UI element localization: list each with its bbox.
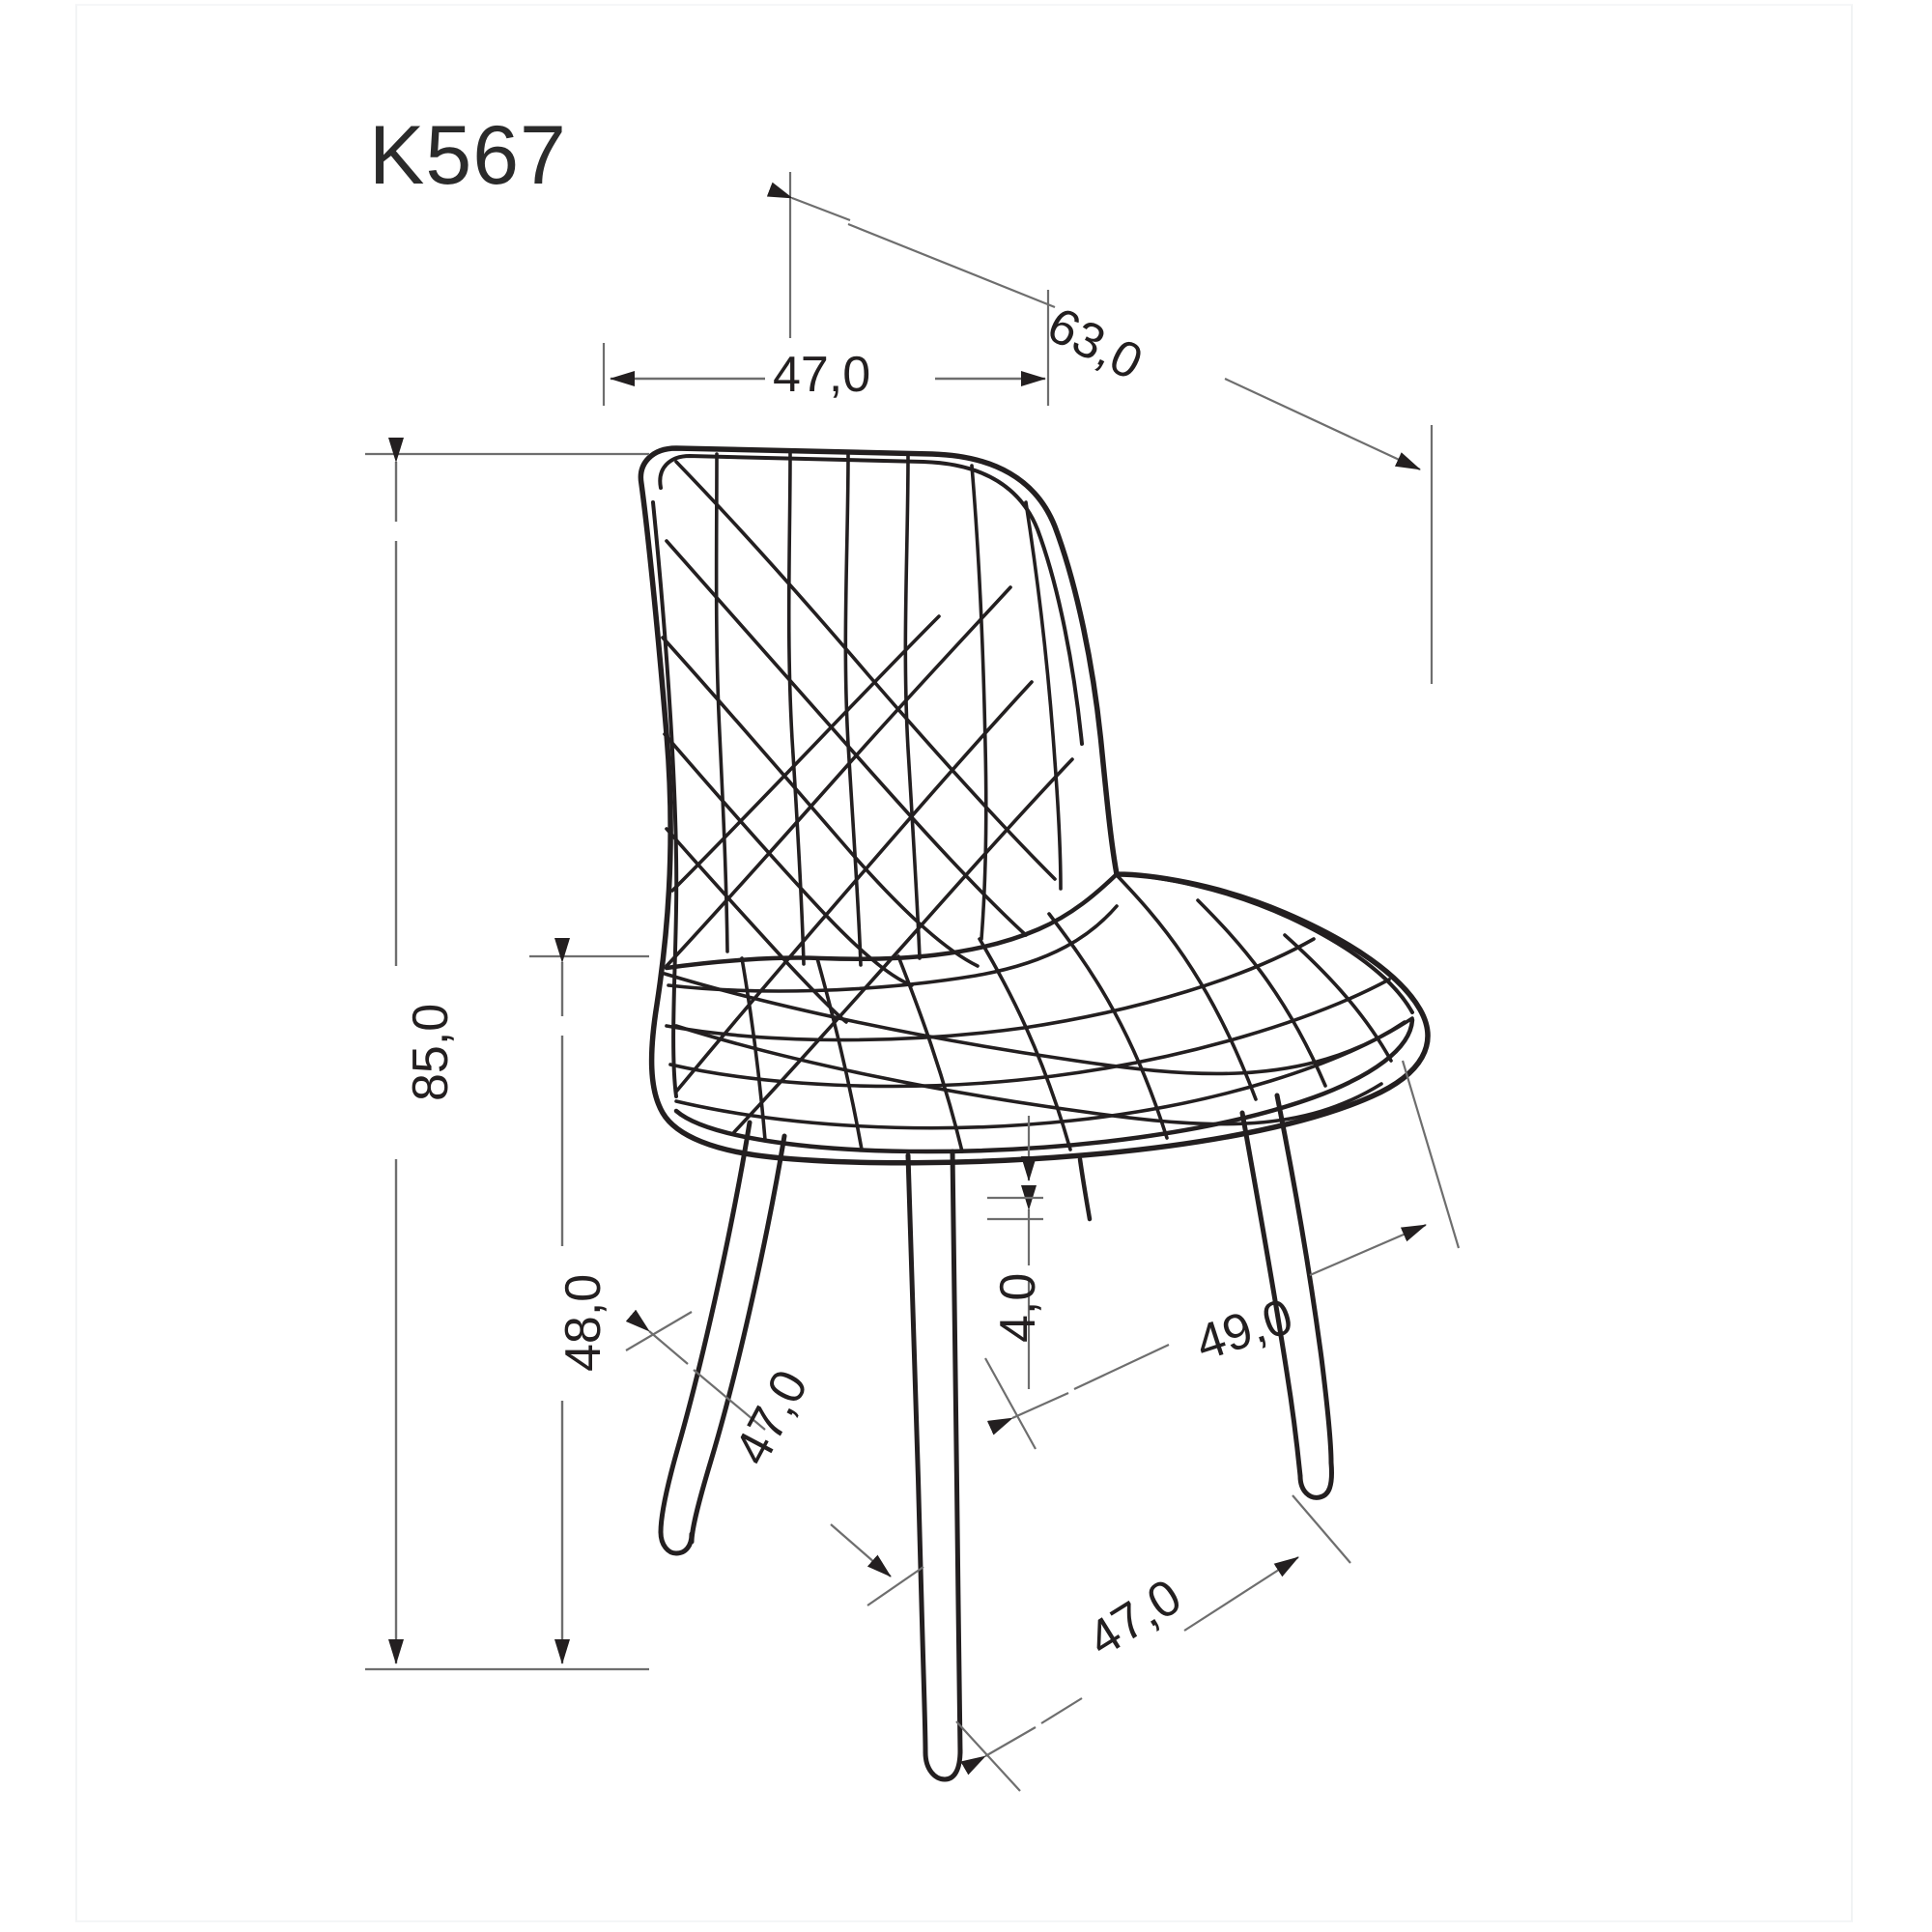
dim-63 bbox=[766, 182, 1421, 470]
leg-front-right bbox=[1239, 1093, 1334, 1500]
dim-49 bbox=[984, 1060, 1461, 1450]
dimension-label-seat-thickness: 4,0 bbox=[990, 1272, 1046, 1343]
dim-47-left bbox=[625, 1309, 924, 1606]
dimension-label-overall-height: 85,0 bbox=[403, 1003, 459, 1101]
dimension-label-seat-width-top: 47,0 bbox=[773, 347, 871, 403]
chair-shell-outline bbox=[638, 445, 1431, 1166]
dimension-label-seat-height: 48,0 bbox=[555, 1273, 611, 1372]
backrest-left-thickness bbox=[651, 500, 679, 1098]
leg-back-left bbox=[658, 1120, 787, 1556]
leg-front-left bbox=[905, 1149, 963, 1782]
leg-back-right bbox=[1077, 1156, 1093, 1222]
sheet-frame bbox=[75, 4, 1853, 1922]
dim-47-right bbox=[955, 1494, 1351, 1792]
seat-quilt-lines bbox=[663, 873, 1414, 1153]
chair-shell-inner-edge bbox=[658, 454, 1084, 746]
dim-4 bbox=[987, 1116, 1043, 1389]
seat-back-junction bbox=[664, 871, 1120, 971]
seat-front-rim bbox=[673, 1017, 1415, 1154]
page-title: K567 bbox=[369, 109, 567, 202]
backrest-quilt-lines bbox=[661, 450, 1074, 1134]
